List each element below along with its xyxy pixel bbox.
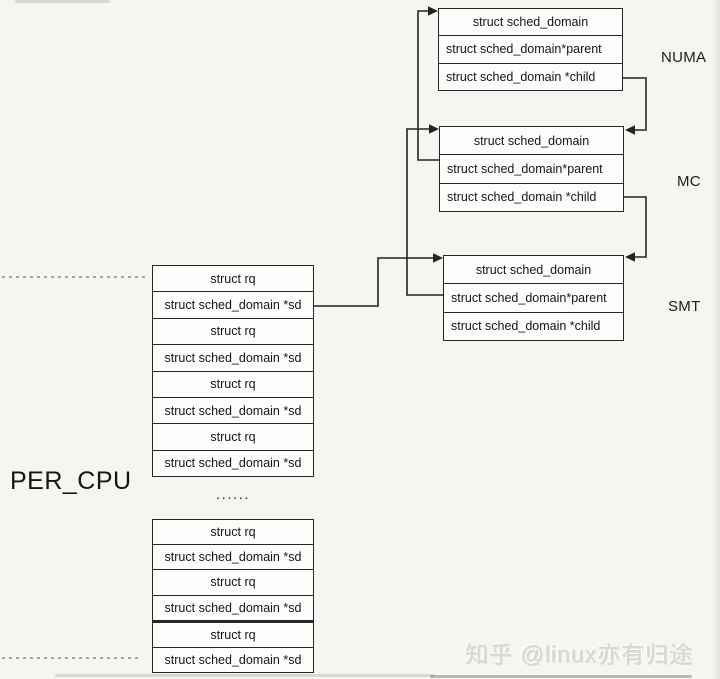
rq-row: struct rq xyxy=(210,525,256,540)
sd-row: struct sched_domain *sd xyxy=(153,594,313,620)
rq-row: struct rq xyxy=(153,317,313,344)
numa-label: NUMA xyxy=(661,49,707,66)
mc-label: MC xyxy=(677,173,701,190)
sd-row: struct sched_domain *sd xyxy=(153,291,313,317)
sched-domain-child-field: struct sched_domain *child xyxy=(444,311,623,340)
edge-smudge-right xyxy=(711,0,720,679)
edge-smudge-top xyxy=(15,0,110,3)
arrowhead-smt-parent-to-mc xyxy=(429,124,439,134)
sched-domain-child-field: struct sched_domain *child xyxy=(439,62,622,90)
rq-row: struct rq xyxy=(153,569,313,594)
rq-row: struct rq xyxy=(153,619,313,647)
rq-row: struct rq xyxy=(153,423,313,449)
connector-mc-parent-to-numa xyxy=(417,10,439,161)
connector-smt-parent-to-mc xyxy=(406,128,443,296)
sd-row: struct sched_domain *sd xyxy=(153,449,313,476)
sched-domain-header: struct sched_domain xyxy=(475,262,592,277)
arrowhead-sd-to-smt xyxy=(433,253,443,263)
rq-block-2: struct rq struct sched_domain *sd struct… xyxy=(152,519,314,673)
connector-mc-child-to-smt xyxy=(623,196,647,258)
watermark: 知乎 @linux亦有归途 xyxy=(464,641,693,667)
edge-smudge-bottom-left xyxy=(55,674,435,677)
sched-domain-parent-field: struct sched_domain*parent xyxy=(439,35,622,62)
numa-sched-domain-box: struct sched_domain struct sched_domain*… xyxy=(438,8,623,91)
rq-block-1: struct rq struct sched_domain *sd struct… xyxy=(152,265,314,477)
arrowhead-numa-child-to-mc xyxy=(625,125,635,135)
arrowhead-mc-child-to-smt xyxy=(625,252,635,262)
connector-numa-child-to-mc xyxy=(622,77,647,131)
sched-domain-header: struct sched_domain xyxy=(473,133,590,148)
sd-row: struct sched_domain *sd xyxy=(153,396,313,423)
rq-row: struct rq xyxy=(210,271,256,286)
arrowhead-mc-parent-to-numa xyxy=(428,6,438,16)
smt-label: SMT xyxy=(668,298,701,315)
edge-smudge-bottom-right xyxy=(430,675,692,678)
per-cpu-label: PER_CPU xyxy=(10,467,132,495)
sched-domain-parent-field: struct sched_domain*parent xyxy=(444,283,623,311)
connector-sd-to-smt xyxy=(314,257,434,307)
sched-domain-child-field: struct sched_domain *child xyxy=(440,182,623,211)
sd-row: struct sched_domain *sd xyxy=(153,646,313,672)
sched-domain-parent-field: struct sched_domain*parent xyxy=(440,154,623,182)
mc-sched-domain-box: struct sched_domain struct sched_domain*… xyxy=(439,126,624,212)
smt-sched-domain-box: struct sched_domain struct sched_domain*… xyxy=(443,255,624,341)
sched-domain-header: struct sched_domain xyxy=(472,15,589,30)
sd-row: struct sched_domain *sd xyxy=(153,544,313,569)
rq-row: struct rq xyxy=(153,370,313,397)
ellipsis: ...... xyxy=(215,486,250,503)
sd-row: struct sched_domain *sd xyxy=(153,344,313,370)
